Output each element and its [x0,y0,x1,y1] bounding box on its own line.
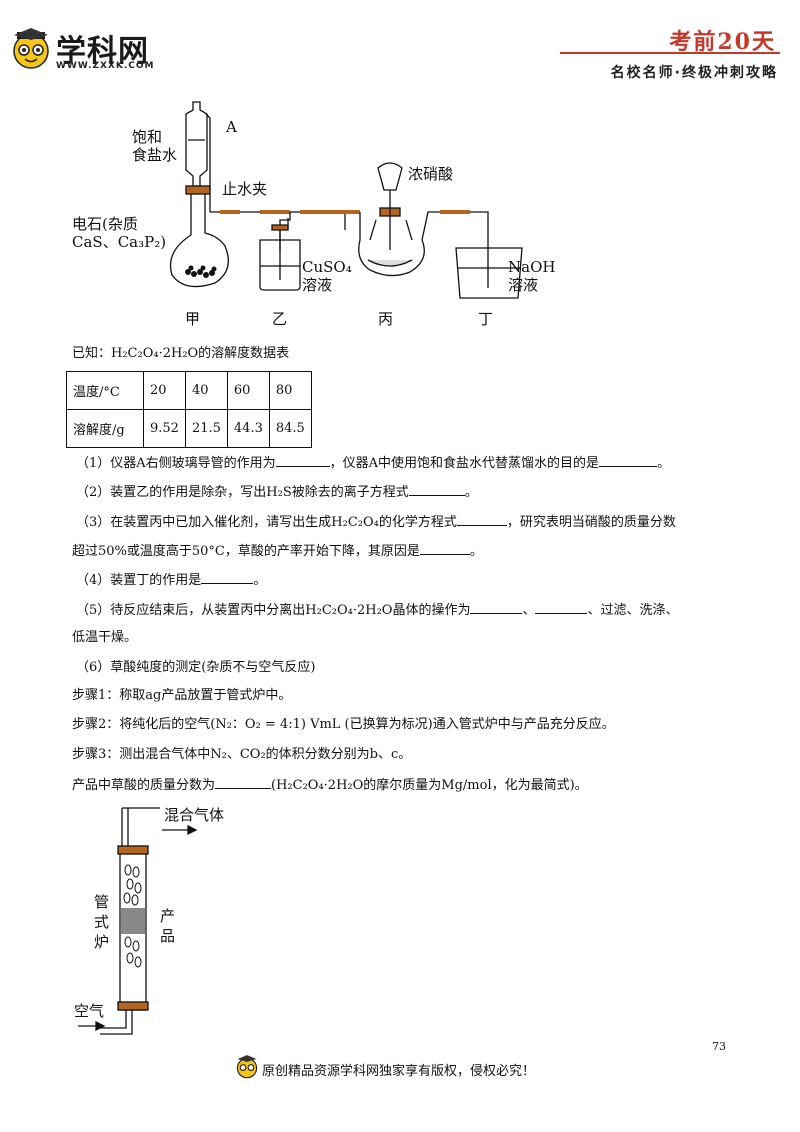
device-name-bing: 丙 [378,310,394,328]
logo-mascot-icon [13,28,49,69]
label-naoh: NaOH 溶液 [508,258,556,294]
label-mixed-gas: 混合气体 [164,806,225,824]
step-2: 步骤2：将纯化后的空气(N₂：O₂ = 4:1) VmL (已换算为标况)通入管… [72,717,615,732]
table-cell: 80 [268,371,312,410]
header-subtitle: 名校名师·终极冲刺攻略 [610,65,778,81]
question-5-cont: 低温干燥。 [72,630,138,645]
answer-blank[interactable] [470,601,523,614]
device-name-ding: 丁 [478,310,494,328]
question-text: 。 [464,485,478,500]
question-text: ，仪器A中使用饱和食盐水代替蒸馏水的目的是 [329,456,600,471]
answer-blank[interactable] [599,454,658,467]
answer-blank[interactable] [201,571,254,584]
label-clamp: 止水夹 [222,180,268,198]
question-text: 、过滤、洗涤、 [587,603,679,618]
device-name-jia: 甲 [185,310,201,328]
copyright-footer: 原创精品资源学科网独家享有版权，侵权必究！ [262,1064,536,1079]
table-row: 溶解度/g 9.52 21.5 44.3 84.5 [66,409,312,448]
table-cell: 40 [184,371,228,410]
solubility-table: 温度/°C 20 40 60 80 溶解度/g 9.52 21.5 44.3 8… [66,371,312,448]
answer-blank[interactable] [456,513,507,526]
question-2: （2）装置乙的作用是除杂，写出H₂S被除去的离子方程式 。 [76,483,478,502]
header-title: 考前20天 [669,29,776,55]
answer-blank[interactable] [275,454,330,467]
table-cell: 44.3 [226,409,270,448]
label-product: 产 品 [160,907,176,945]
answer-blank[interactable] [535,601,588,614]
question-text: ，研究表明当硝酸的质量分数 [506,515,676,530]
table-cell: 84.5 [268,409,312,448]
logo-url: WWW.ZXXK.COM [56,61,155,71]
table-cell: 9.52 [143,409,186,448]
table-cell: 温度/°C [66,371,144,410]
label-air: 空气 [74,1002,105,1020]
question-text: 。 [657,456,671,471]
question-text: 。 [253,573,267,588]
page-number: 73 [712,1040,726,1053]
logo-text: 学科网 [56,34,149,69]
question-text: （2）装置乙的作用是除杂，写出H₂S被除去的离子方程式 [76,485,409,500]
question-3-cont: 超过50%或温度高于50°C，草酸的产率开始下降，其原因是 。 [72,542,483,561]
furnace-diagram [78,807,198,1035]
answer-blank[interactable] [215,776,272,789]
table-cell: 溶解度/g [66,409,144,448]
table-row: 温度/°C 20 40 60 80 [66,371,312,410]
question-text: 超过50%或温度高于50°C，草酸的产率开始下降，其原因是 [72,544,420,559]
question-text: （4）装置丁的作用是 [76,573,202,588]
answer-blank[interactable] [419,542,470,555]
question-1: （1）仪器A右侧玻璃导管的作用为 ，仪器A中使用饱和食盐水代替蒸馏水的目的是 。 [76,454,670,473]
question-text: （3）在装置丙中已加入催化剂，请写出生成H₂C₂O₄的化学方程式 [76,515,457,530]
step-1: 步骤1：称取ag产品放置于管式炉中。 [72,688,292,703]
question-text: （5）待反应结束后，从装置丙中分离出H₂C₂O₄·2H₂O晶体的操作为 [76,603,471,618]
label-saturated-brine: 饱和 食盐水 [132,128,178,164]
table-cell: 21.5 [184,409,228,448]
question-6: （6）草酸纯度的测定(杂质不与空气反应) [76,660,316,675]
label-a: A [226,118,237,136]
question-text: 产品中草酸的质量分数为 [72,778,216,793]
answer-blank[interactable] [408,483,465,496]
label-nitric-acid: 浓硝酸 [408,165,454,183]
question-text: （1）仪器A右侧玻璃导管的作用为 [76,456,276,471]
device-name-yi: 乙 [272,310,288,328]
footer-mascot-icon [236,1055,258,1079]
label-cuso4: CuSO₄ 溶液 [302,258,352,294]
table-cell: 60 [226,371,270,410]
apparatus-diagram [169,101,523,299]
question-5: （5）待反应结束后，从装置丙中分离出H₂C₂O₄·2H₂O晶体的操作为 、 、过滤、… [76,601,679,620]
question-text: (H₂C₂O₄·2H₂O的摩尔质量为Mg/mol，化为最简式)。 [271,778,588,793]
table-caption: 已知：H₂C₂O₄·2H₂O的溶解度数据表 [72,346,290,361]
question-4: （4）装置丁的作用是 。 [76,571,266,590]
label-tube-furnace: 管 式 炉 [94,893,110,951]
header-divider [560,52,780,54]
step-3: 步骤3：测出混合气体中N₂、CO₂的体积分数分别为b、c。 [72,747,412,762]
table-cell: 20 [143,371,186,410]
question-text: 、 [522,603,536,618]
question-text: 。 [469,544,483,559]
label-carbide: 电石(杂质 CaS、Ca₃P₂) [72,215,167,251]
question-3: （3）在装置丙中已加入催化剂，请写出生成H₂C₂O₄的化学方程式 ，研究表明当硝酸… [76,513,676,532]
final-question: 产品中草酸的质量分数为 (H₂C₂O₄·2H₂O的摩尔质量为Mg/mol，化为最简… [72,776,588,795]
